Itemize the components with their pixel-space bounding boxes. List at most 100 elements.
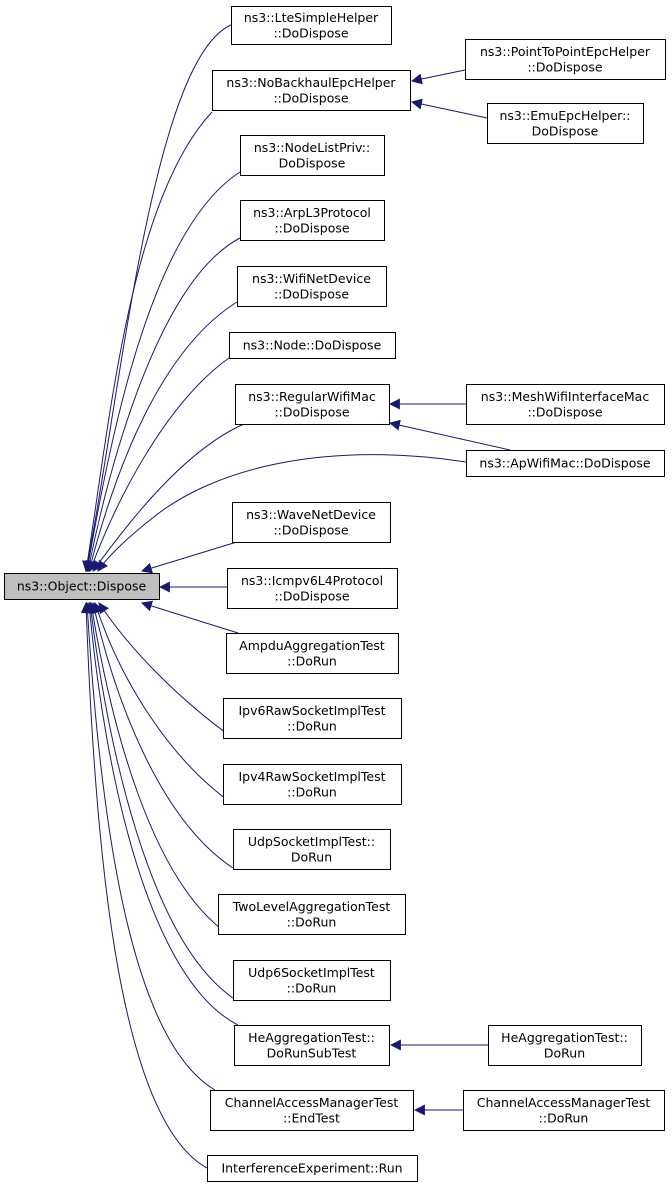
node-meshwifi[interactable]: ns3::MeshWifiInterfaceMac::DoDispose <box>466 384 665 425</box>
edge-p2pepc-to-nobackhaul <box>410 69 466 85</box>
edge-ipv6raw-to-dispose <box>98 602 234 739</box>
node-box-chanendtest <box>210 1090 414 1131</box>
node-nobackhaul[interactable]: ns3::NoBackhaulEpcHelper::DoDispose <box>212 70 411 111</box>
node-box-arpl3 <box>240 200 385 241</box>
node-p2pepc[interactable]: ns3::PointToPointEpcHelper::DoDispose <box>465 39 666 80</box>
edge-nobackhaul-to-dispose <box>82 111 213 573</box>
node-label-wifinetdevice-line-1: ns3::WifiNetDevice <box>252 271 371 286</box>
node-label-lte-line-2: ::DoDispose <box>273 25 348 40</box>
node-label-heaggsub-line-1: HeAggregationTest:: <box>248 1030 375 1045</box>
node-box-twolevel <box>218 894 406 935</box>
edge-interference-to-dispose <box>80 601 208 1169</box>
node-box-nobackhaul <box>212 70 411 111</box>
node-label-icmpv6l4-line-2: ::DoDispose <box>274 588 349 603</box>
node-label-twolevel-line-1: TwoLevelAggregationTest <box>232 899 391 914</box>
node-box-lte <box>231 6 392 45</box>
node-label-nobackhaul-line-2: ::DoDispose <box>273 90 348 105</box>
node-dispose[interactable]: ns3::Object::Dispose <box>4 573 160 600</box>
node-node[interactable]: ns3::Node::DoDispose <box>229 332 396 359</box>
node-label-arpl3-line-1: ns3::ArpL3Protocol <box>253 205 371 220</box>
node-label-ipv6raw-line-2: ::DoRun <box>287 718 337 733</box>
node-box-node <box>229 332 396 359</box>
node-box-udp6socket <box>233 960 391 1001</box>
node-label-ipv4raw-line-2: ::DoRun <box>287 784 337 799</box>
node-label-wavenetdevice-line-2: ::DoDispose <box>273 522 348 537</box>
node-apwifimac[interactable]: ns3::ApWifiMac::DoDispose <box>466 450 665 477</box>
node-box-ipv4raw <box>223 764 402 805</box>
node-label-apwifimac-line-1: ns3::ApWifiMac::DoDispose <box>479 456 650 471</box>
node-heaggsub[interactable]: HeAggregationTest::DoRunSubTest <box>234 1025 390 1066</box>
node-label-chanendtest-line-2: ::EndTest <box>283 1110 340 1125</box>
edge-heaggsub-to-dispose <box>84 601 239 1026</box>
node-label-heaggrun-line-1: HeAggregationTest:: <box>501 1030 628 1045</box>
node-icmpv6l4[interactable]: ns3::Icmpv6L4Protocol::DoDispose <box>227 568 398 609</box>
node-ampdu[interactable]: AmpduAggregationTest::DoRun <box>226 633 399 674</box>
node-label-chanendtest-line-1: ChannelAccessManagerTest <box>225 1095 399 1110</box>
node-box-ampdu <box>226 633 399 674</box>
node-label-udpsocket-line-1: UdpSocketImplTest:: <box>248 834 375 849</box>
node-box-nodelistpriv <box>240 135 385 176</box>
edge-udpsocket-to-dispose <box>89 601 234 869</box>
node-label-p2pepc-line-1: ns3::PointToPointEpcHelper <box>480 44 651 59</box>
node-label-meshwifi-line-1: ns3::MeshWifiInterfaceMac <box>481 389 650 404</box>
edge-apwifimac-to-regularwifimac <box>388 419 511 451</box>
node-udpsocket[interactable]: UdpSocketImplTest::DoRun <box>233 829 391 870</box>
node-chandorun[interactable]: ChannelAccessManagerTest::DoRun <box>463 1090 665 1131</box>
node-box-heaggsub <box>234 1025 390 1066</box>
node-label-udpsocket-line-2: DoRun <box>291 849 332 864</box>
node-label-heaggsub-line-2: DoRunSubTest <box>267 1045 357 1060</box>
node-label-lte-line-1: ns3::LteSimpleHelper <box>244 10 379 25</box>
node-label-wifinetdevice-line-2: ::DoDispose <box>274 286 349 301</box>
edge-chanendtest-to-dispose <box>82 601 216 1091</box>
node-twolevel[interactable]: TwoLevelAggregationTest::DoRun <box>218 894 406 935</box>
node-label-udp6socket-line-1: Udp6SocketImplTest <box>248 965 375 980</box>
node-ipv4raw[interactable]: Ipv4RawSocketImplTest::DoRun <box>223 764 402 805</box>
node-chanendtest[interactable]: ChannelAccessManagerTest::EndTest <box>210 1090 414 1131</box>
node-box-regularwifimac <box>235 384 390 425</box>
node-label-chandorun-line-1: ChannelAccessManagerTest <box>477 1095 651 1110</box>
node-label-meshwifi-line-2: ::DoDispose <box>527 404 602 419</box>
node-box-interference <box>207 1155 418 1182</box>
node-label-regularwifimac-line-1: ns3::RegularWifiMac <box>248 389 376 404</box>
node-label-nodelistpriv-line-2: DoDispose <box>279 155 346 170</box>
edge-apwifimac-to-dispose <box>97 454 467 572</box>
node-label-ipv4raw-line-1: Ipv4RawSocketImplTest <box>239 769 386 784</box>
node-box-apwifimac <box>466 450 665 477</box>
edge-lte-to-dispose <box>82 24 232 573</box>
node-box-ipv6raw <box>223 698 402 739</box>
node-box-wifinetdevice <box>237 266 387 307</box>
edge-wavenetdevice-to-dispose <box>140 540 241 574</box>
node-label-ampdu-line-2: ::DoRun <box>287 653 337 668</box>
node-interference[interactable]: InterferenceExperiment::Run <box>207 1155 418 1182</box>
node-heaggrun[interactable]: HeAggregationTest::DoRun <box>488 1025 642 1066</box>
edge-udp6socket-to-dispose <box>85 601 234 999</box>
node-box-emuepc <box>487 103 644 144</box>
edge-arpl3-to-dispose <box>84 237 241 573</box>
node-box-icmpv6l4 <box>227 568 398 609</box>
edge-regularwifimac-to-dispose <box>92 423 245 572</box>
edge-emuepc-to-nobackhaul <box>410 98 488 119</box>
node-label-udp6socket-line-2: ::DoRun <box>287 980 337 995</box>
edges-layer <box>80 24 511 1169</box>
node-label-wavenetdevice-line-1: ns3::WaveNetDevice <box>246 507 376 522</box>
node-label-nodelistpriv-line-1: ns3::NodeListPriv:: <box>254 140 370 155</box>
node-box-chandorun <box>463 1090 665 1131</box>
edge-node-to-dispose <box>88 357 230 573</box>
node-label-node-line-1: ns3::Node::DoDispose <box>243 338 382 353</box>
node-lte[interactable]: ns3::LteSimpleHelper::DoDispose <box>231 6 392 45</box>
node-arpl3[interactable]: ns3::ArpL3Protocol::DoDispose <box>240 200 385 241</box>
node-box-wavenetdevice <box>232 502 391 543</box>
node-ipv6raw[interactable]: Ipv6RawSocketImplTest::DoRun <box>223 698 402 739</box>
node-box-p2pepc <box>465 39 666 80</box>
node-label-twolevel-line-2: ::DoRun <box>287 914 337 929</box>
nodes-layer: ns3::Object::Dispose ns3::LteSimpleHelper… <box>4 6 666 1182</box>
node-emuepc[interactable]: ns3::EmuEpcHelper::DoDispose <box>487 103 644 144</box>
node-udp6socket[interactable]: Udp6SocketImplTest::DoRun <box>233 960 391 1001</box>
node-label-icmpv6l4-line-1: ns3::Icmpv6L4Protocol <box>241 573 383 588</box>
node-wavenetdevice[interactable]: ns3::WaveNetDevice::DoDispose <box>232 502 391 543</box>
edge-ampdu-to-dispose <box>140 600 239 634</box>
node-wifinetdevice[interactable]: ns3::WifiNetDevice::DoDispose <box>237 266 387 307</box>
node-nodelistpriv[interactable]: ns3::NodeListPriv::DoDispose <box>240 135 385 176</box>
node-regularwifimac[interactable]: ns3::RegularWifiMac::DoDispose <box>235 384 390 425</box>
